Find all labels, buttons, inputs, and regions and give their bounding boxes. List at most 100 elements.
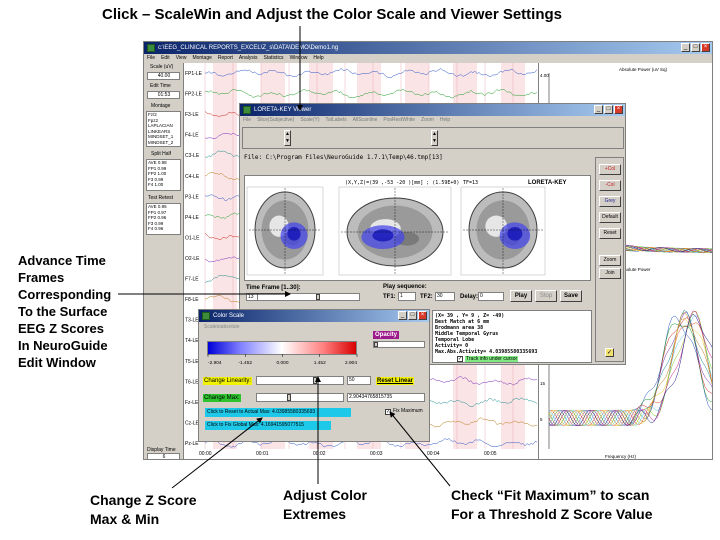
stop-button[interactable]: Stop [535,290,557,302]
opacity-slider[interactable] [373,341,425,348]
extremes-callout: Adjust Color Extremes [283,487,367,522]
loreta-menu-item-0[interactable]: File [243,117,252,123]
test-retest-item[interactable]: F3 0.99 [148,220,164,226]
minimize-button[interactable]: _ [681,43,690,52]
save-button[interactable]: Save [560,290,582,302]
split-half-item[interactable]: F4 1.00 [148,182,164,187]
time-frame-thumb[interactable] [316,294,320,300]
loreta-minimize-button[interactable]: _ [594,105,603,114]
delay-field[interactable]: 0 [478,292,504,301]
split-half-item[interactable]: FP2 1.00 [148,171,167,176]
tf1-field[interactable]: 1 [398,292,416,301]
max-thumb[interactable] [287,394,291,401]
menu-item-report[interactable]: Report [217,55,233,61]
menu-item-view[interactable]: View [175,55,187,61]
close-button[interactable]: × [701,43,710,52]
test-retest-item[interactable]: FP2 0.96 [148,215,167,220]
play-sequence-label: Play sequence: [383,284,427,290]
montage-item[interactable]: LAPLACIAN [148,123,173,128]
sagittal-slice[interactable] [338,186,452,276]
menu-item-window[interactable]: Window [289,55,308,61]
side-button-2[interactable]: Grey [599,196,621,207]
montage-item[interactable]: MINDSET_1 [148,134,174,139]
axial-slice[interactable] [246,186,324,276]
side-button-6[interactable]: Join [599,268,621,279]
side-button-0[interactable]: +Col [599,164,621,175]
color-scale-title: Color Scale [213,313,245,319]
scale-label: Scale (uV) [150,64,174,70]
side-button-5[interactable]: Zoom [599,255,621,266]
side-button-3[interactable]: Default [599,212,621,223]
tf2-label: TF2: [420,294,433,300]
split-half-item[interactable]: AVE 0.98 [148,160,167,165]
spin-up-down-right[interactable]: ▲▼ [431,130,438,146]
loreta-menu-item-1[interactable]: Slice(Subjective) [257,117,295,123]
info-line: Activity= 0 [435,343,469,349]
menu-item-edit[interactable]: Edit [161,55,170,61]
menu-item-file[interactable]: File [147,55,156,61]
time-tick-label: 00:05 [484,451,497,457]
loreta-menu-item-3[interactable]: TalLabels [325,117,347,123]
tf2-field[interactable]: 30 [435,292,455,301]
montage-item[interactable]: Fz/2 [148,112,157,117]
test-retest-item[interactable]: FP1 0.97 [148,209,167,215]
menu-item-analysis[interactable]: Analysis [238,55,258,61]
split-half-item[interactable]: F3 0.99 [148,176,164,182]
cs-maximize-button[interactable]: □ [408,311,417,320]
loreta-menu-item-7[interactable]: Help [439,117,451,123]
cs-menu-label[interactable]: Scaletoabsolute [204,324,240,330]
max-field[interactable]: 2.90434765815735 [347,393,425,402]
loreta-menu-item-4[interactable]: AllScanline [352,117,378,123]
reset-linear-button[interactable]: Reset Linear [376,377,415,385]
time-frame-slider[interactable] [246,293,360,301]
spectrum-bottom-series [548,310,712,427]
montage-label: Montage [151,103,171,109]
maximize-button[interactable]: □ [691,43,700,52]
loreta-close-button[interactable]: × [614,105,623,114]
side-button-1[interactable]: -Col [599,180,621,191]
color-scale-titlebar: Color Scale _ □ × [199,310,429,322]
side-toggle-checkbox[interactable]: ✓ [605,348,614,357]
scale-field[interactable]: 40.00 [147,72,180,80]
loreta-menu-item-2[interactable]: Scale(Y) [300,117,320,123]
menu-item-statistics[interactable]: Statistics [263,55,284,61]
side-button-4[interactable]: Reset [599,228,621,239]
fitmax-pointer [389,411,451,487]
loreta-maximize-button[interactable]: □ [604,105,613,114]
edit-time-field[interactable]: 01:53 [147,91,180,99]
loreta-menu-item-5[interactable]: PosRestWhite [383,117,416,123]
montage-item[interactable]: Fpz2 [148,117,159,123]
linearity-field[interactable]: 50 [347,376,371,385]
track-info-checkbox[interactable]: ✓ [457,356,463,362]
channel-label: C4-LE [185,174,200,180]
montage-item[interactable]: LINKEARS [148,128,171,134]
max-slider[interactable] [256,393,344,402]
menu-item-montage[interactable]: Montage [192,55,212,61]
cs-minimize-button[interactable]: _ [398,311,407,320]
eeg-trace [205,67,538,79]
play-button[interactable]: Play [510,290,532,302]
color-gradient [207,341,357,355]
color-scale-tick-label: 0.000 [276,360,288,366]
coronal-slice[interactable] [460,186,546,276]
loreta-menu-item-6[interactable]: Zoom [421,117,434,123]
menu-item-help[interactable]: Help [313,55,324,61]
split-half-item[interactable]: FP1 0.99 [148,165,167,171]
info-line: (X= 39 , Y= 9 , Z= -49) [435,313,505,319]
fix-global-max-button[interactable]: Click to Fix Global Max: 4.1694159507751… [205,421,331,430]
spin-up-down-left[interactable]: ▲▼ [284,130,291,146]
opacity-thumb[interactable] [374,342,378,347]
reset-actual-max-button[interactable]: Click to Reset to Actual Max: 4.03985580… [205,408,351,417]
montage-item[interactable]: MINDSET_2 [148,139,174,145]
brain-slices[interactable]: (X,Y,Z)=(39 ,-53 -20 )[mm] ; (1.59E+0)TF… [245,176,590,280]
test-retest-item[interactable]: F4 0.96 [148,226,164,231]
display-time-field[interactable]: 6 [147,453,180,459]
cs-close-button[interactable]: × [418,311,427,320]
test-retest-item[interactable]: AVE 0.95 [148,204,167,209]
test-retest-label: Test Retest [148,195,174,201]
info-panel: (X= 39 , Y= 9 , Z= -49)Best Match at 6 m… [432,310,592,363]
